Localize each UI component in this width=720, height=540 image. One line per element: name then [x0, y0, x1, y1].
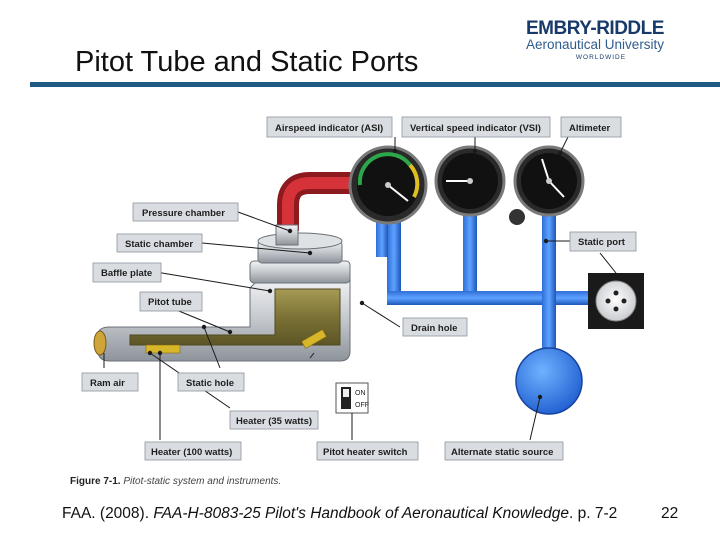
label-altimeter: Altimeter — [560, 116, 622, 138]
label-static-port: Static port — [569, 231, 637, 252]
svg-text:Altimeter: Altimeter — [569, 123, 610, 134]
static-port — [588, 273, 644, 329]
citation: FAA. (2008). FAA-H-8083-25 Pilot's Handb… — [62, 505, 617, 523]
label-pitot-heater-switch: Pitot heater switch — [316, 441, 419, 461]
label-alternate-static-source: Alternate static source — [444, 441, 564, 461]
svg-text:Baffle plate: Baffle plate — [101, 268, 152, 279]
slide-title: Pitot Tube and Static Ports — [75, 46, 419, 78]
page-number: 22 — [661, 505, 679, 522]
title-divider — [30, 82, 720, 87]
switch-on-label: ON — [355, 390, 366, 397]
svg-text:Pitot tube: Pitot tube — [148, 297, 192, 308]
svg-text:Pitot heater switch: Pitot heater switch — [323, 447, 408, 458]
university-logo: EMBRY-RIDDLE Aeronautical University WOR… — [526, 18, 690, 61]
svg-text:Ram air: Ram air — [90, 378, 125, 389]
pitot-static-diagram: ON OFF Airspeed indicator (ASI) Vertical… — [70, 113, 650, 473]
label-ram-air: Ram air — [81, 372, 139, 392]
citation-prefix: FAA. (2008). — [62, 505, 154, 522]
altimeter-gauge — [509, 145, 585, 225]
label-heater-35: Heater (35 watts) — [229, 410, 319, 430]
logo-subtitle: Aeronautical University — [526, 37, 665, 52]
alternate-static-source-valve — [515, 347, 583, 415]
svg-text:Heater (100 watts): Heater (100 watts) — [151, 447, 232, 458]
label-static-hole: Static hole — [177, 372, 245, 392]
label-drain-hole: Drain hole — [402, 317, 468, 337]
svg-text:Pressure chamber: Pressure chamber — [142, 208, 225, 219]
citation-title: FAA-H-8083-25 Pilot's Handbook of Aerona… — [153, 505, 569, 522]
pitot-heater-switch-graphic: ON OFF — [335, 382, 369, 414]
switch-off-label: OFF — [355, 402, 369, 409]
figure-caption-text: Pitot-static system and instruments. — [123, 476, 282, 487]
svg-text:Airspeed indicator (ASI): Airspeed indicator (ASI) — [275, 123, 383, 134]
svg-text:Heater (35 watts): Heater (35 watts) — [236, 416, 312, 427]
label-static-chamber: Static chamber — [116, 233, 203, 253]
label-vsi: Vertical speed indicator (VSI) — [401, 116, 551, 138]
svg-text:Static chamber: Static chamber — [125, 239, 193, 250]
citation-suffix: . p. 7-2 — [569, 505, 618, 522]
svg-text:Static port: Static port — [578, 237, 626, 248]
asi-gauge — [348, 145, 428, 225]
svg-text:Static hole: Static hole — [186, 378, 234, 389]
svg-text:Vertical speed indicator (VSI): Vertical speed indicator (VSI) — [410, 123, 541, 134]
label-baffle-plate: Baffle plate — [92, 262, 162, 283]
svg-text:Drain hole: Drain hole — [411, 323, 457, 334]
figure-caption-number: Figure 7-1. — [70, 476, 121, 487]
logo-campus: WORLDWIDE — [575, 54, 627, 61]
label-asi: Airspeed indicator (ASI) — [266, 116, 393, 138]
label-pitot-tube: Pitot tube — [139, 291, 203, 312]
figure-caption: Figure 7-1. Pitot-static system and inst… — [70, 476, 281, 487]
svg-text:Alternate static source: Alternate static source — [451, 447, 553, 458]
label-pressure-chamber: Pressure chamber — [132, 202, 239, 222]
pitot-tube-body — [93, 224, 351, 362]
vsi-gauge — [434, 145, 506, 217]
logo-wordmark: EMBRY-RIDDLE — [526, 18, 664, 39]
label-heater-100: Heater (100 watts) — [144, 441, 242, 461]
